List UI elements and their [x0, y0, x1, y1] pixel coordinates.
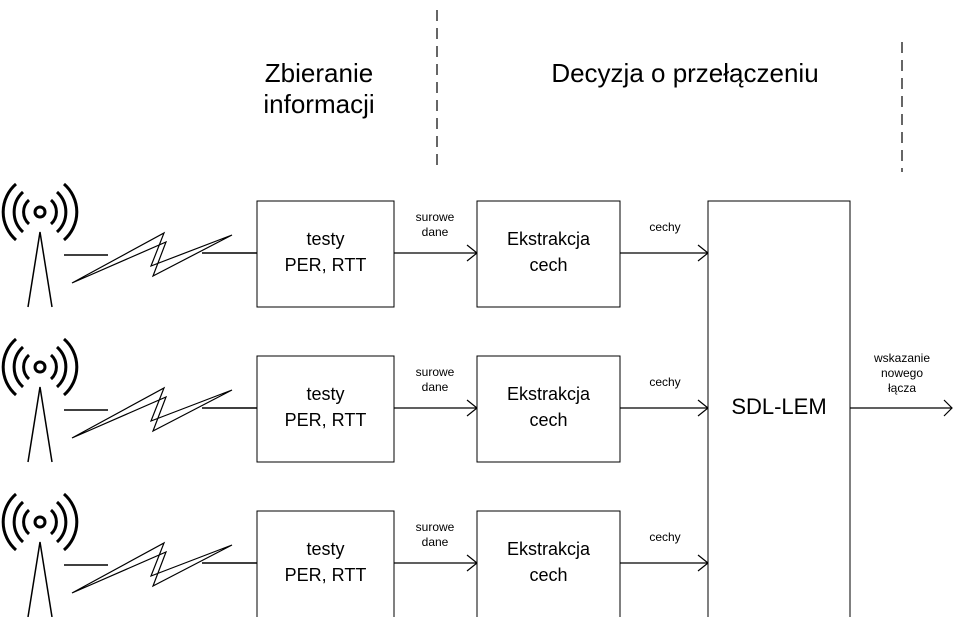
- phase-collection-line2: informacji: [263, 89, 375, 120]
- feature-extraction-box: [476, 510, 621, 617]
- tests-box: [256, 200, 395, 308]
- phase-decision-label: Decyzja o przełączeniu: [551, 58, 819, 88]
- feature-extraction-box: [476, 200, 621, 308]
- row-3: [1, 492, 709, 617]
- row-2: [1, 337, 709, 464]
- raw-data-label: surowe dane: [415, 210, 455, 239]
- extraction-label: Ekstrakcja cech: [506, 539, 591, 586]
- extraction-label: Ekstrakcja cech: [506, 384, 591, 431]
- lightning-link-icon: [71, 386, 233, 439]
- features-label: cechy: [649, 375, 681, 389]
- tests-box: [256, 510, 395, 617]
- sdl-lem-box: [707, 200, 851, 617]
- features-label: cechy: [649, 530, 681, 544]
- phase-collection-label: Zbieranie informacji: [229, 58, 409, 120]
- radio-tower-icon: [1, 492, 79, 617]
- extraction-label: Ekstrakcja cech: [506, 229, 591, 276]
- tests-box: [256, 355, 395, 463]
- tests-label: testy PER, RTT: [284, 539, 367, 586]
- lightning-link-icon: [71, 541, 233, 594]
- radio-tower-icon: [1, 337, 79, 464]
- output-label: wskazanie nowego łącza: [873, 351, 931, 395]
- phase-collection-line1: Zbieranie: [264, 58, 374, 88]
- raw-data-label: surowe dane: [415, 365, 455, 394]
- feature-extraction-box: [476, 355, 621, 463]
- tests-label: testy PER, RTT: [284, 384, 367, 431]
- features-label: cechy: [649, 220, 681, 234]
- lightning-link-icon: [71, 231, 233, 284]
- tests-label: testy PER, RTT: [284, 229, 367, 276]
- radio-tower-icon: [1, 182, 79, 309]
- sdl-lem-label: SDL-LEM: [731, 394, 827, 419]
- row-1: [1, 182, 709, 309]
- raw-data-label: surowe dane: [415, 520, 455, 549]
